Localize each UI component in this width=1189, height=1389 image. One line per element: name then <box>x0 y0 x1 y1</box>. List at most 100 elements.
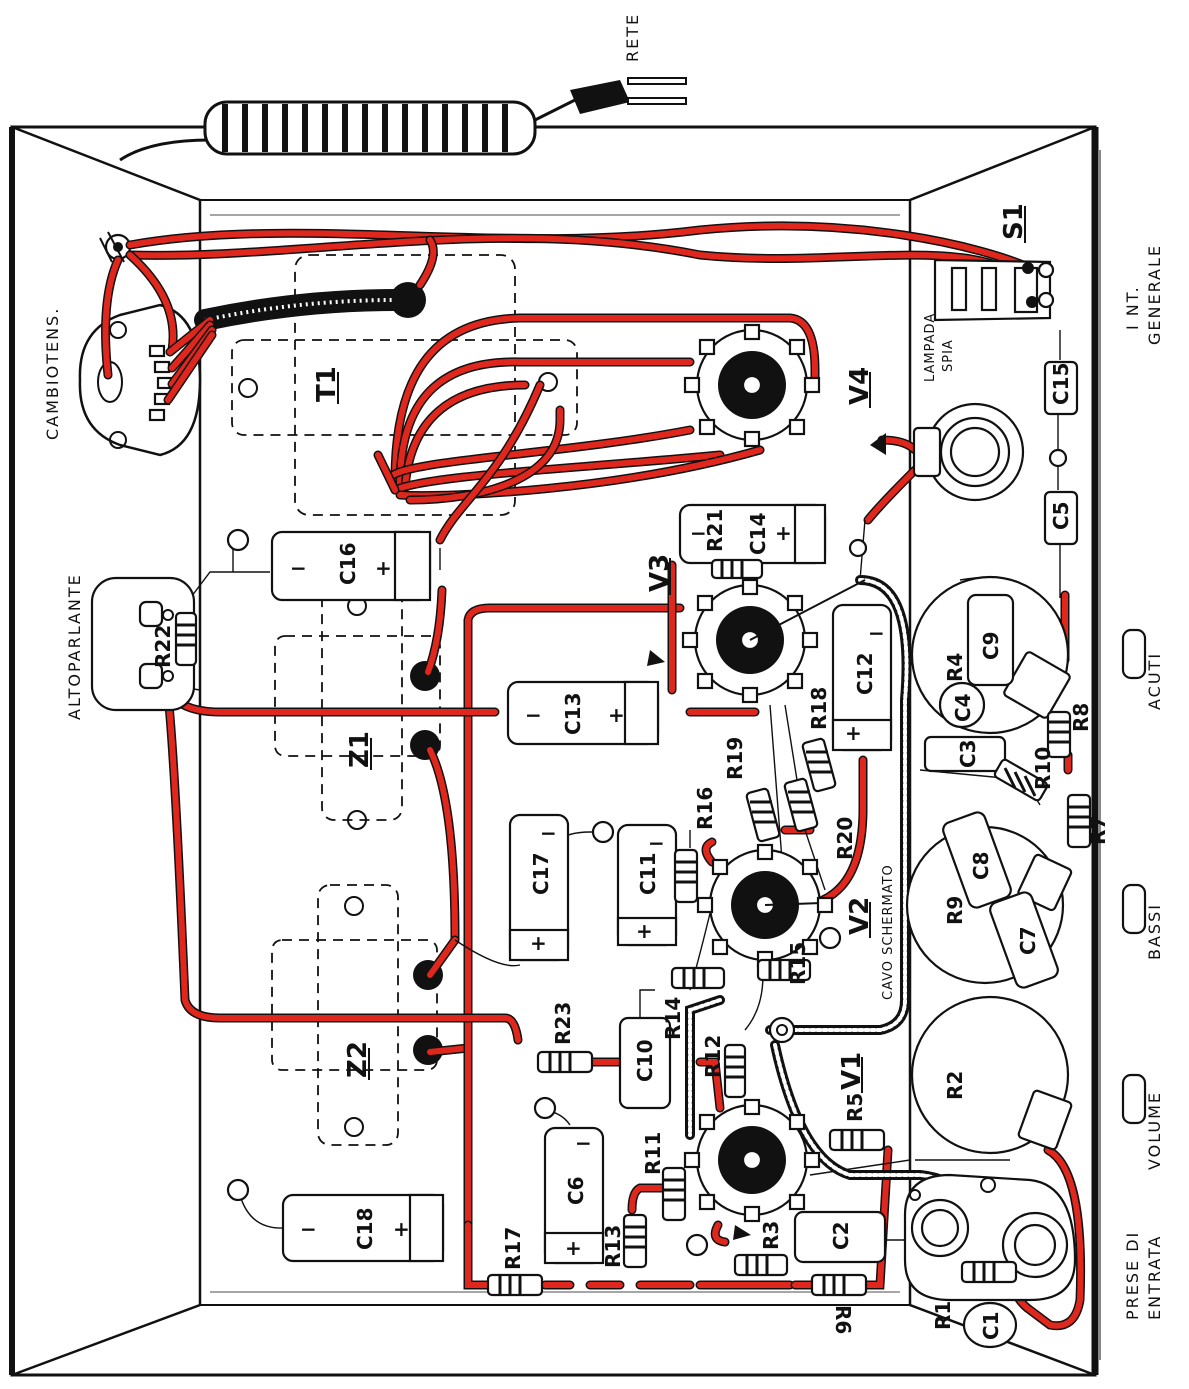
svg-text:−: − <box>525 703 542 727</box>
svg-text:−: − <box>290 556 307 580</box>
svg-text:R13: R13 <box>601 1225 625 1268</box>
svg-text:R8: R8 <box>1069 703 1093 732</box>
resistor-r15: R15 <box>756 942 812 985</box>
svg-text:R18: R18 <box>807 687 831 730</box>
capacitor-c18: C18 − + <box>281 1193 445 1263</box>
svg-text:C8: C8 <box>969 851 993 880</box>
input-jacks <box>903 1173 1077 1302</box>
svg-text:C3: C3 <box>956 739 980 768</box>
mains-plug <box>570 77 687 114</box>
svg-text:R16: R16 <box>693 787 717 830</box>
label-altoparlante: ALTOPARLANTE <box>65 573 84 720</box>
svg-text:R15: R15 <box>786 942 810 985</box>
red-wires <box>101 221 1086 1331</box>
capacitor-c13: C13 − + <box>506 680 660 746</box>
svg-text:C16: C16 <box>336 542 360 585</box>
resistor-r5: R5 <box>828 1093 886 1152</box>
svg-text:+: + <box>530 931 547 955</box>
svg-text:+: + <box>636 919 653 943</box>
resistor-r11: R11 <box>641 1132 687 1222</box>
tube-socket-v2: V2 <box>696 843 875 968</box>
resistor-r14: R14 <box>661 966 726 1040</box>
svg-text:R3: R3 <box>759 1221 783 1250</box>
speaker-terminal: ALTOPARLANTE <box>65 573 196 720</box>
svg-text:R17: R17 <box>501 1227 525 1270</box>
resistor-r1: R1 <box>931 1260 1018 1330</box>
svg-text:−: − <box>690 521 707 545</box>
svg-text:C11: C11 <box>636 852 660 895</box>
electrolytic-capacitors: C16 − + C13 − + C14 − + C12 − + <box>270 503 893 1265</box>
svg-text:+: + <box>565 1236 582 1260</box>
svg-text:−: − <box>868 621 885 645</box>
svg-text:C10: C10 <box>633 1039 657 1082</box>
capacitor-c15: C15 <box>1043 360 1079 416</box>
capacitor-c10: C10 <box>618 1016 672 1110</box>
resistor-r19: R19 <box>723 737 781 843</box>
svg-text:C6: C6 <box>564 1176 588 1205</box>
coiled-cord <box>203 100 537 156</box>
label-spia: SPIA <box>941 339 956 372</box>
resistor-r20: R20 <box>783 777 857 860</box>
terminal-lugs <box>226 262 1068 1257</box>
svg-text:R20: R20 <box>833 817 857 860</box>
svg-text:+: + <box>375 556 392 580</box>
label-lampada: LAMPADA <box>923 313 938 382</box>
capacitor-c7: C7 <box>989 891 1059 989</box>
resistor-r12: R12 <box>701 1035 747 1099</box>
capacitor-c6: C6 − + <box>543 1126 605 1265</box>
resistor-r18: R18 <box>801 687 837 793</box>
svg-text:R22: R22 <box>151 625 175 668</box>
svg-text:R10: R10 <box>1031 747 1055 790</box>
svg-text:R19: R19 <box>723 737 747 780</box>
resistor-r16: R16 <box>673 787 717 904</box>
svg-text:C12: C12 <box>853 652 877 695</box>
pot-r2: R2 <box>910 995 1073 1155</box>
small-capacitors: C10 C2 C3 C4 C9 C8 C7 C15 <box>618 360 1079 1349</box>
label-generale: GENERALE <box>1145 244 1164 345</box>
resistor-r21: R21 <box>703 509 764 580</box>
capacitor-c14: C14 − + <box>678 503 827 565</box>
resistor-r3: R3 <box>733 1221 789 1277</box>
svg-text:+: + <box>393 1217 410 1241</box>
capacitor-c3: C3 <box>923 735 1007 773</box>
resistor-r13: R13 <box>601 1213 648 1269</box>
label-prese-di: PRESE DI <box>1123 1231 1142 1320</box>
capacitor-c1: C1 <box>962 1301 1018 1349</box>
svg-text:+: + <box>608 703 625 727</box>
front-knobs: ACUTI BASSI VOLUME PRESE DI ENTRATA <box>1121 628 1164 1320</box>
label-r4: R4 <box>943 653 967 682</box>
capacitor-c17: C17 − + <box>508 813 570 962</box>
svg-text:+: + <box>775 521 792 545</box>
label-r9: R9 <box>943 896 967 925</box>
capacitor-c12: C12 − + <box>831 603 893 752</box>
svg-text:R21: R21 <box>703 509 727 552</box>
svg-text:R1: R1 <box>931 1301 955 1330</box>
svg-text:−: − <box>540 821 557 845</box>
svg-text:C9: C9 <box>979 631 1003 660</box>
tube-socket-v3: V3 <box>645 554 866 704</box>
svg-text:R12: R12 <box>701 1035 725 1078</box>
svg-text:R7: R7 <box>1086 816 1110 845</box>
label-volume: VOLUME <box>1145 1091 1164 1170</box>
resistor-r10: R10 <box>993 747 1055 802</box>
resistor-r6: R6 <box>810 1273 868 1334</box>
capacitor-c16: C16 − + <box>270 530 432 602</box>
svg-text:+: + <box>845 721 862 745</box>
svg-text:C14: C14 <box>746 512 770 555</box>
label-r2: R2 <box>943 1071 967 1100</box>
svg-text:−: − <box>575 1131 592 1155</box>
mains-cord: RETE <box>119 13 687 162</box>
resistor-r17: R17 <box>486 1227 544 1297</box>
svg-text:R11: R11 <box>641 1132 665 1175</box>
svg-text:R5: R5 <box>843 1093 867 1122</box>
svg-text:C13: C13 <box>561 692 585 735</box>
mains-cable-to-t1 <box>194 289 406 331</box>
svg-text:R14: R14 <box>661 997 685 1040</box>
tube-socket-v1: V1 <box>683 1016 867 1240</box>
svg-text:C15: C15 <box>1049 362 1073 405</box>
label-cavo-schermato: CAVO SCHERMATO <box>881 864 896 1000</box>
svg-text:C4: C4 <box>951 693 975 722</box>
label-acuti: ACUTI <box>1145 652 1164 710</box>
